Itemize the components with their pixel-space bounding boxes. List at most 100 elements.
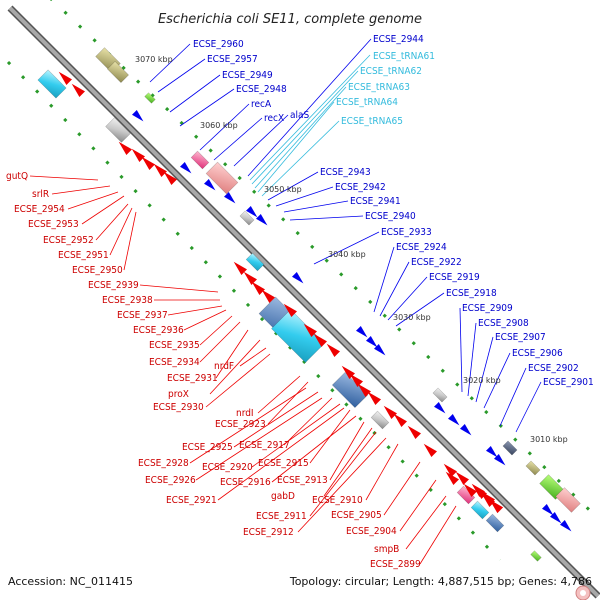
forward-gene-arrow[interactable] (256, 214, 268, 226)
forward-gene-arrow[interactable] (486, 446, 498, 458)
gene-label[interactable]: ECSE_2919 (429, 272, 480, 283)
reverse-gene-arrow[interactable] (445, 471, 459, 485)
reverse-gene-arrow[interactable] (367, 391, 381, 405)
forward-gene-arrow[interactable] (448, 414, 460, 426)
gene-label[interactable]: ECSE_2936 (133, 325, 184, 336)
gene-label[interactable]: ECSE_2921 (166, 495, 217, 506)
reverse-gene-arrow[interactable] (357, 383, 371, 397)
gene-label[interactable]: ECSE_2942 (335, 182, 386, 193)
gene-label[interactable]: nrdF (214, 361, 234, 372)
feature-block[interactable] (370, 410, 390, 430)
gene-label[interactable]: ECSE_2920 (202, 462, 253, 473)
reverse-gene-arrow[interactable] (303, 323, 317, 337)
gene-label[interactable]: ECSE_2952 (43, 235, 94, 246)
gene-label[interactable]: ECSE_2949 (222, 70, 273, 81)
gene-label[interactable]: ECSE_2907 (495, 332, 546, 343)
forward-gene-arrow[interactable] (292, 272, 304, 284)
reverse-gene-arrow[interactable] (455, 471, 469, 485)
forward-gene-arrow[interactable] (434, 402, 446, 414)
gene-label[interactable]: gutQ (6, 171, 28, 182)
gene-label[interactable]: ECSE_2924 (396, 242, 447, 253)
forward-gene-arrow[interactable] (246, 206, 258, 218)
gene-label[interactable]: ECSE_2928 (138, 458, 189, 469)
gene-label[interactable]: ECSE_2939 (88, 280, 139, 291)
feature-block[interactable] (485, 513, 505, 533)
gene-label[interactable]: ECSE_2950 (72, 265, 123, 276)
gene-label[interactable]: ECSE_2912 (243, 527, 294, 538)
reverse-gene-arrow[interactable] (383, 405, 397, 419)
gene-label[interactable]: alaS (290, 110, 310, 121)
reverse-gene-arrow[interactable] (131, 148, 145, 162)
gene-label[interactable]: ECSE_2917 (239, 440, 290, 451)
gene-label[interactable]: ECSE_2954 (14, 204, 65, 215)
reverse-gene-arrow[interactable] (261, 289, 275, 303)
reverse-gene-arrow[interactable] (233, 261, 247, 275)
forward-gene-arrow[interactable] (366, 336, 378, 348)
gene-label[interactable]: ECSE_2922 (411, 257, 462, 268)
gene-label[interactable]: ECSE_2943 (320, 167, 371, 178)
gene-label[interactable]: ECSE_2909 (462, 303, 513, 314)
gene-label[interactable]: recA (251, 99, 272, 110)
trna-label[interactable]: ECSE_tRNA65 (341, 116, 403, 127)
reverse-gene-arrow[interactable] (163, 171, 177, 185)
reverse-gene-arrow[interactable] (283, 303, 297, 317)
trna-label[interactable]: ECSE_tRNA62 (360, 66, 422, 77)
gene-label[interactable]: ECSE_2901 (543, 377, 594, 388)
gene-label[interactable]: ECSE_2931 (167, 373, 218, 384)
gene-label[interactable]: ECSE_2899 (370, 559, 421, 570)
gene-label[interactable]: ECSE_2902 (528, 363, 579, 374)
feature-block[interactable] (525, 460, 541, 476)
gene-label[interactable]: ECSE_2923 (215, 419, 266, 430)
feature-block[interactable] (470, 500, 490, 520)
feature-block[interactable] (245, 252, 265, 272)
reverse-gene-arrow[interactable] (118, 141, 132, 155)
forward-gene-arrow[interactable] (132, 110, 144, 122)
reverse-gene-arrow[interactable] (313, 333, 327, 347)
forward-gene-arrow[interactable] (550, 512, 562, 524)
reverse-gene-arrow[interactable] (423, 443, 437, 457)
gene-label[interactable]: ECSE_2935 (149, 340, 200, 351)
gene-label[interactable]: ECSE_2911 (256, 511, 307, 522)
gene-label[interactable]: ECSE_2913 (277, 475, 328, 486)
trna-label[interactable]: ECSE_tRNA63 (348, 82, 410, 93)
trna-label[interactable]: ECSE_tRNA64 (336, 97, 398, 108)
gene-label[interactable]: ECSE_2905 (331, 510, 382, 521)
feature-block[interactable] (530, 550, 542, 562)
gene-label[interactable]: ECSE_2937 (117, 310, 168, 321)
gene-label[interactable]: ECSE_2915 (258, 458, 309, 469)
reverse-gene-arrow[interactable] (141, 156, 155, 170)
gene-label[interactable]: ECSE_2910 (312, 495, 363, 506)
gene-label[interactable]: srlR (32, 189, 49, 200)
feature-block[interactable] (555, 487, 581, 513)
reverse-gene-arrow[interactable] (443, 463, 457, 477)
feature-block[interactable] (239, 210, 255, 226)
forward-gene-arrow[interactable] (356, 326, 368, 338)
reverse-gene-arrow[interactable] (153, 163, 167, 177)
gene-label[interactable]: ECSE_2926 (145, 475, 196, 486)
reverse-gene-arrow[interactable] (243, 271, 257, 285)
gene-label[interactable]: smpB (374, 544, 399, 555)
forward-gene-arrow[interactable] (542, 504, 554, 516)
reverse-gene-arrow[interactable] (251, 281, 265, 295)
feature-block[interactable] (502, 440, 518, 456)
gene-label[interactable]: recX (264, 113, 284, 124)
gene-label[interactable]: ECSE_2908 (478, 318, 529, 329)
feature-block[interactable] (432, 387, 448, 403)
gene-label[interactable]: ECSE_2938 (102, 295, 153, 306)
reverse-gene-arrow[interactable] (71, 83, 85, 97)
forward-gene-arrow[interactable] (374, 344, 386, 356)
feature-block[interactable] (205, 161, 239, 195)
gene-label[interactable]: ECSE_2957 (207, 54, 258, 65)
feature-block[interactable] (107, 61, 129, 83)
reverse-gene-arrow[interactable] (481, 493, 495, 507)
reverse-gene-arrow[interactable] (489, 499, 503, 513)
trna-label[interactable]: ECSE_tRNA61 (373, 51, 435, 62)
gene-label[interactable]: ECSE_2953 (28, 219, 79, 230)
gene-label[interactable]: ECSE_2930 (153, 402, 204, 413)
reverse-gene-arrow[interactable] (463, 483, 477, 497)
reverse-gene-arrow[interactable] (407, 425, 421, 439)
gene-label[interactable]: ECSE_2941 (350, 196, 401, 207)
gene-label[interactable]: ECSE_2960 (193, 39, 244, 50)
forward-gene-arrow[interactable] (180, 162, 192, 174)
gene-label[interactable]: ECSE_2933 (381, 227, 432, 238)
